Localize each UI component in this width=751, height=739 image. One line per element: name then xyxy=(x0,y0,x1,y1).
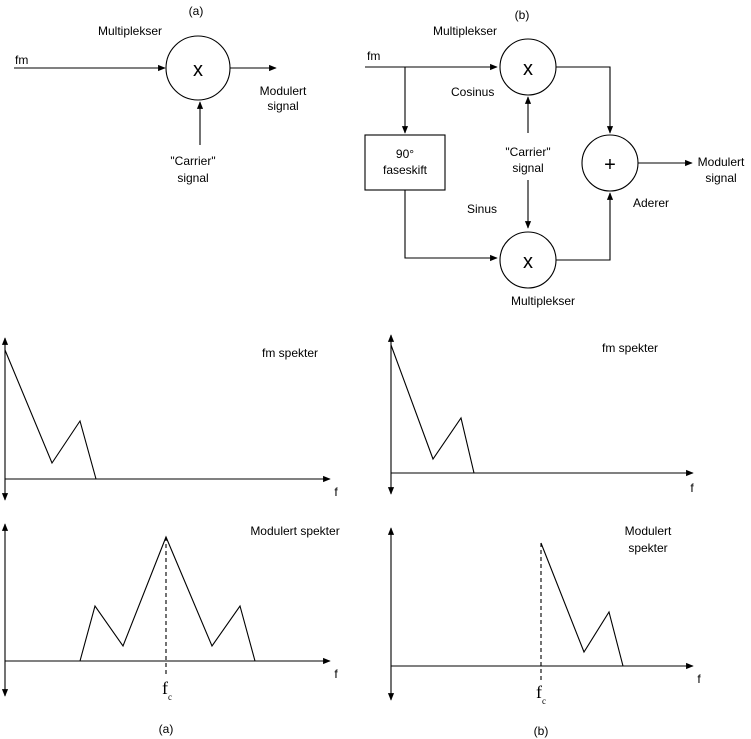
mod-spectrum-b-title-line1: Modulert xyxy=(625,524,672,538)
spectra-a: fm spekter f Modulert spekter f f c (a) xyxy=(1,337,340,736)
caption-top-b: (b) xyxy=(515,8,530,22)
carrier-freq-a-subscript: c xyxy=(168,692,172,702)
carrier-freq-a-label: f xyxy=(162,678,168,698)
bottom-to-adder-arrow xyxy=(556,192,614,261)
adder-label: Aderer xyxy=(633,196,669,210)
multiply-symbol-top-b: x xyxy=(523,58,533,80)
mod-spectrum-a-axis-label: f xyxy=(334,667,338,681)
fm-spectrum-b-title: fm spekter xyxy=(602,341,658,355)
block-diagram-b: (b) Multiplekser fm x Cosinus 90° fasesk… xyxy=(364,8,745,308)
fm-spectrum-a-axis-label: f xyxy=(334,485,338,499)
spectra-b: fm spekter f Modulert spekter f f c (b) xyxy=(387,334,701,738)
fm-spectrum-b-axis-label: f xyxy=(690,481,694,495)
multiply-symbol-a: x xyxy=(193,59,203,81)
input-label-b: fm xyxy=(367,49,380,63)
output-label-b-line2: signal xyxy=(705,171,736,185)
phase-output-arrow xyxy=(404,190,498,262)
carrier-freq-b-label: f xyxy=(536,682,542,702)
output-label-a-line2: signal xyxy=(267,99,298,113)
cosinus-label: Cosinus xyxy=(451,85,494,99)
carrier-label-b-line2: signal xyxy=(512,161,543,175)
add-symbol: + xyxy=(604,154,616,176)
block-diagram-a: (a) Multiplekser fm x Modulert signal "C… xyxy=(14,4,307,185)
output-label-b-line1: Modulert xyxy=(698,155,745,169)
phase-label-line2: faseskift xyxy=(383,163,428,177)
input-label-a: fm xyxy=(15,53,28,67)
multiply-symbol-bottom-b: x xyxy=(523,251,533,273)
phase-label-line1: 90° xyxy=(396,147,414,161)
caption-top-a: (a) xyxy=(189,4,204,18)
sinus-label: Sinus xyxy=(467,202,497,216)
multiplier-bottom-label-b: Multiplekser xyxy=(511,294,575,308)
multiplier-label-a: Multiplekser xyxy=(98,24,162,38)
output-label-a-line1: Modulert xyxy=(260,84,307,98)
mod-spectrum-a-title: Modulert spekter xyxy=(250,524,339,538)
fm-spectrum-b-curve xyxy=(390,344,475,474)
top-to-adder-arrow xyxy=(556,66,614,134)
fm-spectrum-a-title: fm spekter xyxy=(262,346,318,360)
carrier-label-a-line2: signal xyxy=(177,171,208,185)
mod-spectrum-b-title-line2: spekter xyxy=(628,541,667,555)
fm-spectrum-a-curve xyxy=(4,349,97,480)
mod-spectrum-b-axis-label: f xyxy=(697,672,701,686)
caption-bottom-b: (b) xyxy=(534,724,549,738)
caption-bottom-a: (a) xyxy=(159,722,174,736)
phase-shift-box xyxy=(364,134,446,191)
carrier-label-a-line1: "Carrier" xyxy=(170,154,215,168)
mod-spectrum-a-curve xyxy=(79,535,256,662)
carrier-label-b-line1: "Carrier" xyxy=(505,145,550,159)
multiplier-top-label-b: Multiplekser xyxy=(433,24,497,38)
mod-spectrum-b-curve xyxy=(540,542,624,667)
carrier-freq-b-subscript: c xyxy=(542,696,546,706)
